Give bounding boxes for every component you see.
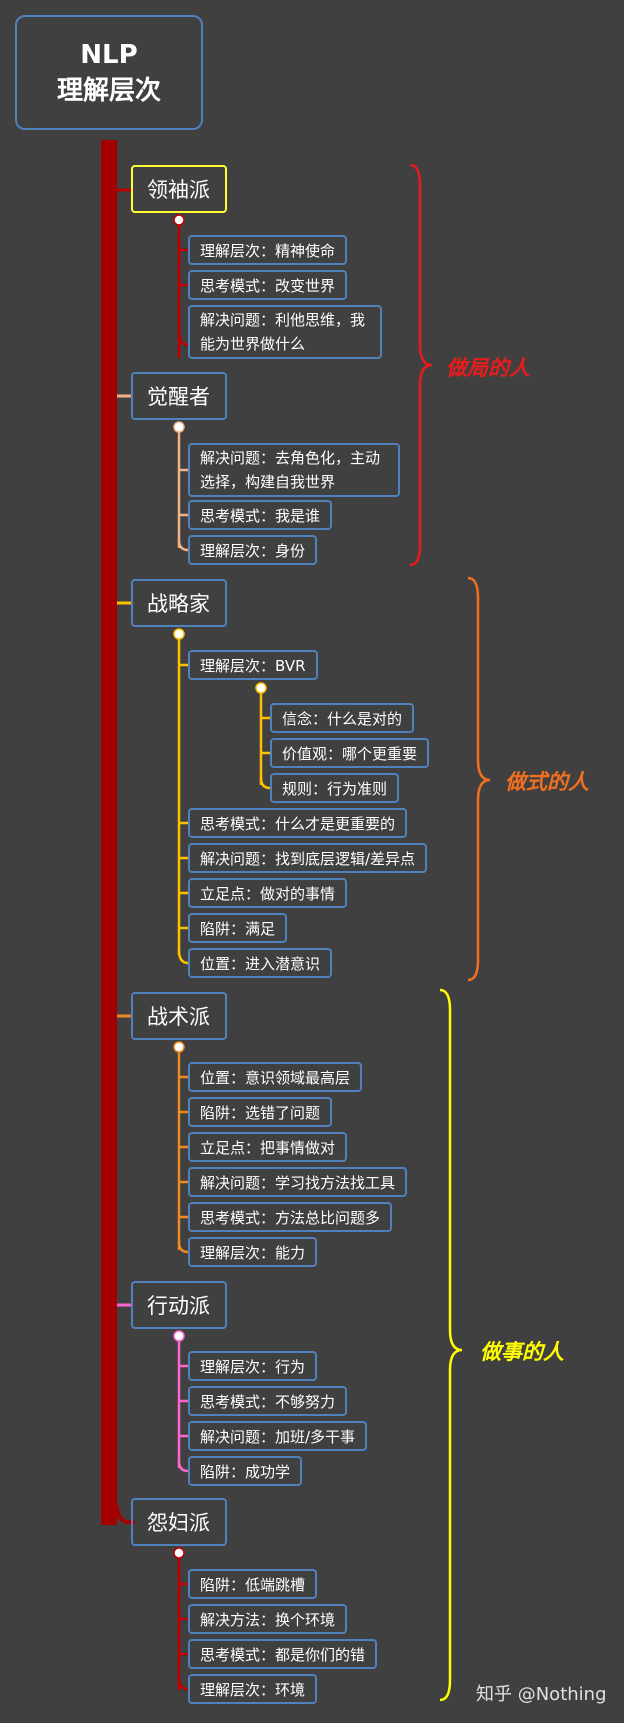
leaf-node[interactable]: 思考模式：不够努力 — [188, 1386, 348, 1416]
leaf-node[interactable]: 立足点：做对的事情 — [188, 878, 348, 908]
root-title-line2: 理解层次 — [56, 75, 161, 106]
leaf-node[interactable]: 位置：意识领域最高层 — [188, 1062, 363, 1092]
leaf-node[interactable]: 解决问题：去角色化，主动选择，构建自我世界 — [188, 443, 400, 497]
group-label-strategy: 做式的人 — [505, 770, 589, 794]
branch-tactician-lines — [177, 1047, 189, 1254]
branch-node-strategist[interactable]: 战略家 — [131, 579, 227, 627]
subleaf-node[interactable]: 规则：行为准则 — [270, 773, 400, 803]
collapse-icon[interactable] — [173, 1547, 185, 1559]
brace-strategy — [467, 576, 491, 982]
collapse-icon[interactable] — [255, 682, 267, 694]
watermark: 知乎 @Nothing — [476, 1684, 607, 1705]
leaf-node[interactable]: 理解层次：行为 — [188, 1351, 318, 1381]
brace-doers — [439, 988, 463, 1702]
leaf-node[interactable]: 陷阱：低端跳槽 — [188, 1569, 318, 1599]
branch-leader-lines — [177, 220, 189, 358]
branch-node-tactician[interactable]: 战术派 — [131, 992, 227, 1040]
root-node[interactable]: NLP 理解层次 — [15, 15, 203, 130]
leaf-node[interactable]: 思考模式：什么才是更重要的 — [188, 808, 408, 838]
branch-node-action[interactable]: 行动派 — [131, 1281, 227, 1329]
root-title-line1: NLP — [80, 39, 138, 70]
leaf-node[interactable]: 思考模式：方法总比问题多 — [188, 1202, 393, 1232]
leaf-node[interactable]: 解决方法：换个环境 — [188, 1604, 348, 1634]
collapse-icon[interactable] — [173, 628, 185, 640]
branch-complainer-lines — [177, 1553, 189, 1691]
leaf-node[interactable]: 解决问题：学习找方法找工具 — [188, 1167, 408, 1197]
leaf-node[interactable]: 理解层次：能力 — [188, 1237, 318, 1267]
subleaf-node[interactable]: 信念：什么是对的 — [270, 703, 415, 733]
leaf-node[interactable]: 思考模式：改变世界 — [188, 270, 348, 300]
collapse-icon[interactable] — [173, 421, 185, 433]
group-label-leaders: 做局的人 — [446, 356, 530, 380]
leaf-node[interactable]: 解决问题：找到底层逻辑/差异点 — [188, 843, 428, 873]
leaf-node[interactable]: 思考模式：都是你们的错 — [188, 1639, 378, 1669]
leaf-node[interactable]: 解决问题：加班/多干事 — [188, 1421, 368, 1451]
collapse-icon[interactable] — [173, 1330, 185, 1342]
leaf-node[interactable]: 陷阱：选错了问题 — [188, 1097, 333, 1127]
leaf-node[interactable]: 陷阱：满足 — [188, 913, 288, 943]
leaf-node[interactable]: 理解层次：BVR — [188, 650, 318, 680]
leaf-node[interactable]: 解决问题：利他思维，我能为世界做什么 — [188, 305, 382, 359]
leaf-node[interactable]: 陷阱：成功学 — [188, 1456, 303, 1486]
branch-strategist-lines — [177, 634, 271, 965]
branch-node-leader[interactable]: 领袖派 — [131, 165, 227, 213]
branch-node-complainer[interactable]: 怨妇派 — [131, 1498, 227, 1546]
leaf-node[interactable]: 理解层次：环境 — [188, 1674, 318, 1704]
leaf-node[interactable]: 立足点：把事情做对 — [188, 1132, 348, 1162]
trunk-bar — [101, 140, 117, 1525]
branch-action-lines — [177, 1336, 189, 1473]
branch-awakened-lines — [177, 427, 189, 552]
leaf-node[interactable]: 理解层次：精神使命 — [188, 235, 348, 265]
leaf-node[interactable]: 思考模式：我是谁 — [188, 500, 333, 530]
subleaf-node[interactable]: 价值观：哪个更重要 — [270, 738, 430, 768]
leaf-node[interactable]: 理解层次：身份 — [188, 535, 318, 565]
collapse-icon[interactable] — [173, 214, 185, 226]
brace-leaders — [409, 163, 433, 567]
collapse-icon[interactable] — [173, 1041, 185, 1053]
branch-node-awakened[interactable]: 觉醒者 — [131, 372, 227, 420]
leaf-node[interactable]: 位置：进入潜意识 — [188, 948, 333, 978]
group-label-doers: 做事的人 — [480, 1340, 564, 1364]
